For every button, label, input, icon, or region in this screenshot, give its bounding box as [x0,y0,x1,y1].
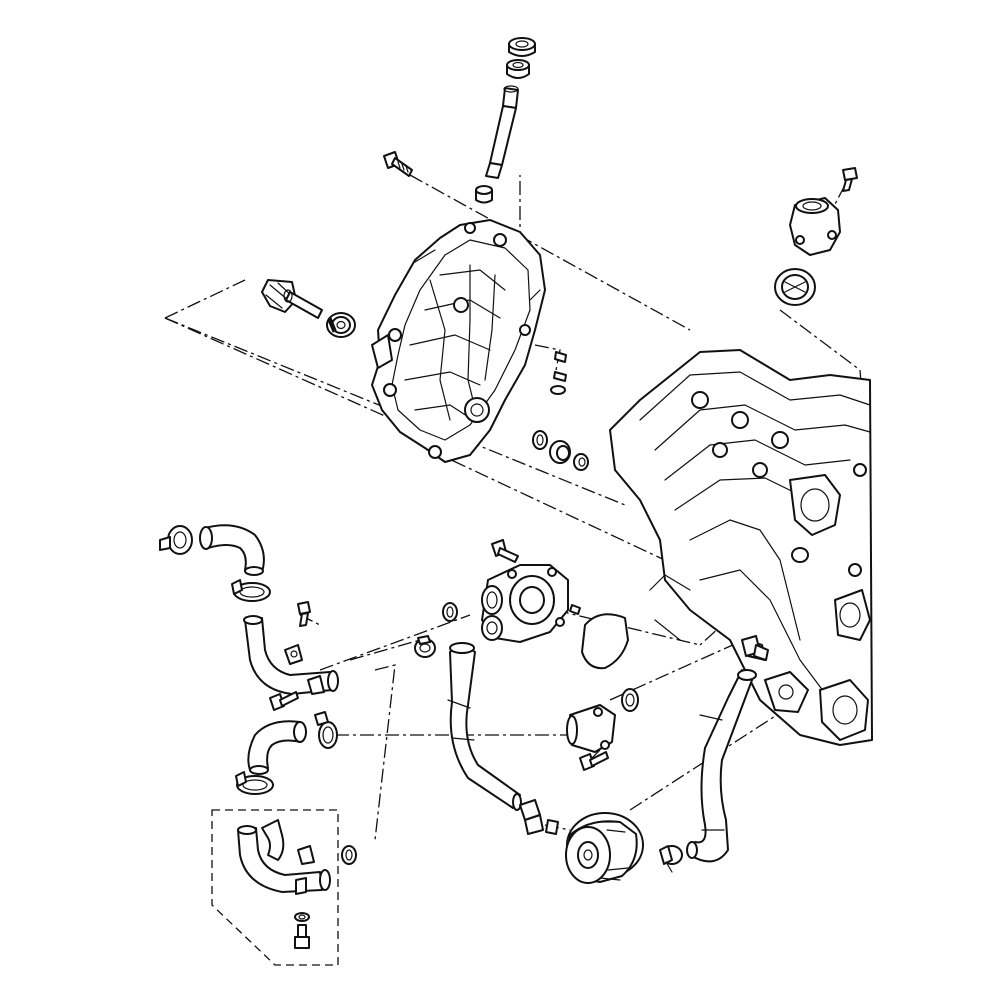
clamp-lower-2 [235,771,274,795]
hose-clamp [231,579,271,602]
cover-bolt [383,151,413,177]
seal-small-top [508,37,536,57]
bolt-lower [294,924,310,949]
elbow-pipe-left [243,615,339,695]
thermostat-bolt [842,167,858,192]
pump-pulley [565,812,644,884]
cover-seal [532,430,548,450]
outlet-fitting [566,704,616,753]
clamp-lower [314,711,338,749]
o-ring-small [442,602,458,622]
cover-bearing [549,440,571,464]
thermostat-housing [789,197,841,256]
cover-dowels [550,351,567,395]
pump-cover-housing [371,219,546,463]
pump-hose-center [447,642,522,811]
hose-clamp-pulley [659,845,683,873]
thermostat [774,268,816,306]
clamp-top-left [159,525,193,555]
shaft-collar [475,185,493,204]
clamp-mid [519,799,544,835]
pipe-assembly-lower [237,819,331,895]
return-hose [686,669,757,863]
o-ring-lower [341,845,357,865]
clamp-fitting [741,635,769,661]
optional-parts-box [211,809,339,966]
pump-gasket [581,613,629,670]
shaft-bearing [326,312,356,338]
o-ring-right [621,688,639,712]
hose-fitting [545,819,559,835]
elbow-hose-lower [247,720,307,775]
pump-pin [569,604,581,615]
washer-lower [294,912,310,922]
fitting-bolt [579,751,609,771]
pipe-bolt-lower [269,691,299,711]
cover-washer [573,453,589,471]
pump-shaft [485,85,519,179]
seal-ring [506,59,530,79]
clamp-small [414,635,436,658]
pump-bolt [491,539,519,563]
engine-block [609,349,873,746]
water-pump-body [481,564,569,643]
pipe-bolt [297,601,311,627]
impeller-shaft [261,279,323,319]
elbow-hose-upper [199,524,265,576]
